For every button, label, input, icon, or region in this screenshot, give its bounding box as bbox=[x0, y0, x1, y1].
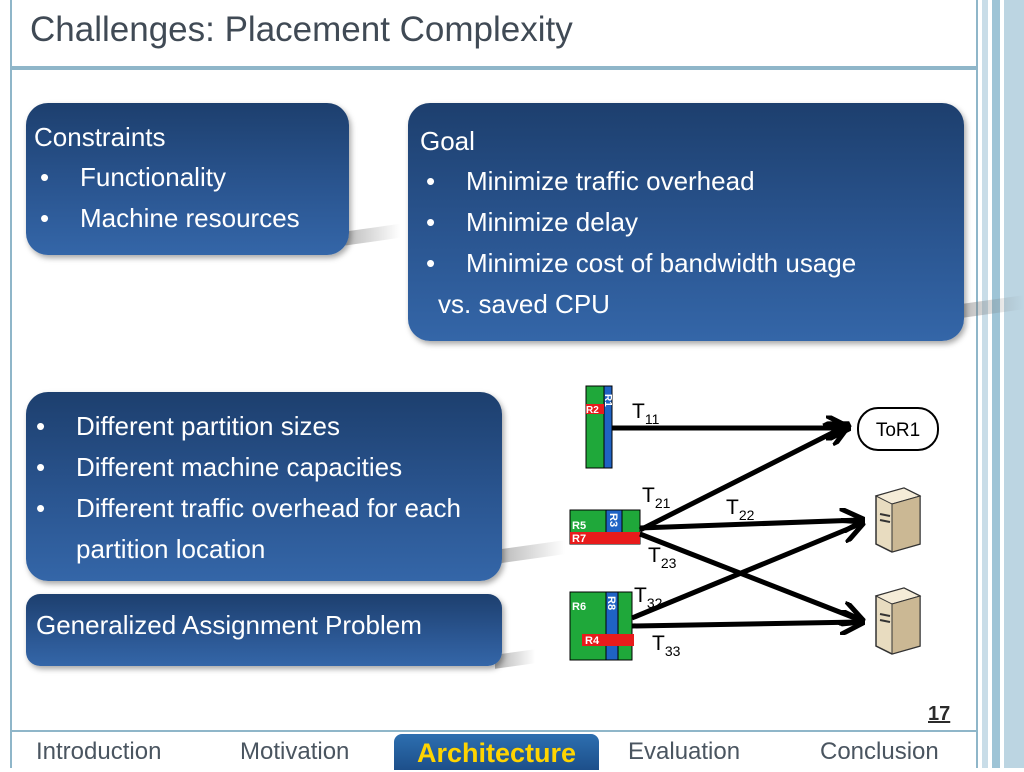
partition-label: R6 bbox=[572, 601, 586, 613]
tab-motivation[interactable]: Motivation bbox=[240, 738, 350, 765]
gap-text: Generalized Assignment Problem bbox=[36, 610, 422, 640]
traffic-label: T11 bbox=[632, 400, 660, 427]
partition-block bbox=[585, 385, 605, 469]
list-item: •Minimize cost of bandwidth usage bbox=[426, 248, 857, 278]
traffic-arrow bbox=[631, 622, 860, 626]
traffic-label: T21 bbox=[642, 484, 671, 511]
partition-label: R2 bbox=[586, 405, 599, 416]
partition-label: R7 bbox=[572, 533, 586, 545]
tab-introduction[interactable]: Introduction bbox=[36, 738, 162, 765]
partition-block bbox=[582, 634, 634, 646]
constraints-heading: Constraints bbox=[34, 122, 166, 152]
machine-1-partitions: R2 R1 bbox=[585, 385, 613, 469]
list-item: •Minimize delay bbox=[426, 207, 638, 237]
list-item: •Functionality bbox=[40, 162, 226, 192]
traffic-label: T22 bbox=[726, 496, 755, 523]
partition-label: R4 bbox=[585, 635, 600, 647]
traffic-arrow bbox=[638, 426, 846, 533]
tab-conclusion[interactable]: Conclusion bbox=[820, 738, 939, 765]
tor-switch bbox=[857, 407, 939, 451]
constraints-box: Constraints •Functionality •Machine reso… bbox=[26, 103, 349, 255]
slide-frame bbox=[10, 0, 978, 768]
constraints-list: •Functionality •Machine resources bbox=[34, 157, 349, 239]
traffic-label: T32 bbox=[634, 584, 663, 611]
tab-architecture[interactable]: Architecture bbox=[394, 734, 599, 770]
list-item: •Minimize traffic overhead bbox=[426, 166, 755, 196]
decorative-side-stripes bbox=[978, 0, 1024, 768]
partition-label: R1 bbox=[602, 394, 613, 407]
goal-heading: Goal bbox=[420, 126, 475, 156]
list-item: •Different machine capacities bbox=[36, 452, 403, 482]
server-icon bbox=[874, 587, 922, 655]
traffic-arrow bbox=[639, 520, 860, 528]
gap-box: Generalized Assignment Problem bbox=[26, 594, 502, 666]
machine-2-partitions: R5 R7 R3 bbox=[569, 509, 641, 545]
slide-title: Challenges: Placement Complexity bbox=[30, 10, 573, 49]
traffic-arrow bbox=[639, 531, 860, 620]
partition-block bbox=[570, 532, 640, 544]
tor-label: ToR1 bbox=[876, 420, 920, 441]
differences-box: •Different partition sizes •Different ma… bbox=[26, 392, 502, 581]
partition-block bbox=[586, 404, 604, 414]
page-number: 17 bbox=[928, 703, 951, 725]
footer-nav: Introduction Motivation Architecture Eva… bbox=[12, 730, 978, 770]
list-item: •Machine resources bbox=[40, 203, 300, 233]
title-area: Challenges: Placement Complexity bbox=[12, 0, 978, 66]
partition-block bbox=[569, 591, 633, 661]
goal-list: •Minimize traffic overhead •Minimize del… bbox=[420, 161, 964, 284]
traffic-arrow bbox=[631, 524, 860, 621]
server-icon bbox=[874, 487, 922, 553]
goal-box: Goal •Minimize traffic overhead •Minimiz… bbox=[408, 103, 964, 341]
list-item: •Different traffic overhead for each par… bbox=[36, 493, 461, 564]
partition-label: R3 bbox=[607, 513, 619, 527]
traffic-label: T23 bbox=[648, 544, 677, 571]
tab-evaluation[interactable]: Evaluation bbox=[628, 738, 741, 765]
differences-list: •Different partition sizes •Different ma… bbox=[30, 406, 502, 570]
placement-diagram: R2 R1 R5 R7 R3 R6 R4 R8 ToR1 bbox=[569, 385, 939, 661]
machine-3-partitions: R6 R4 R8 bbox=[569, 591, 634, 661]
partition-label: R5 bbox=[572, 520, 586, 532]
traffic-label: T33 bbox=[652, 632, 681, 659]
list-item: •Different partition sizes bbox=[36, 411, 340, 441]
title-divider bbox=[12, 66, 978, 70]
goal-continuation: vs. saved CPU bbox=[438, 289, 610, 319]
partition-label: R8 bbox=[605, 596, 617, 610]
